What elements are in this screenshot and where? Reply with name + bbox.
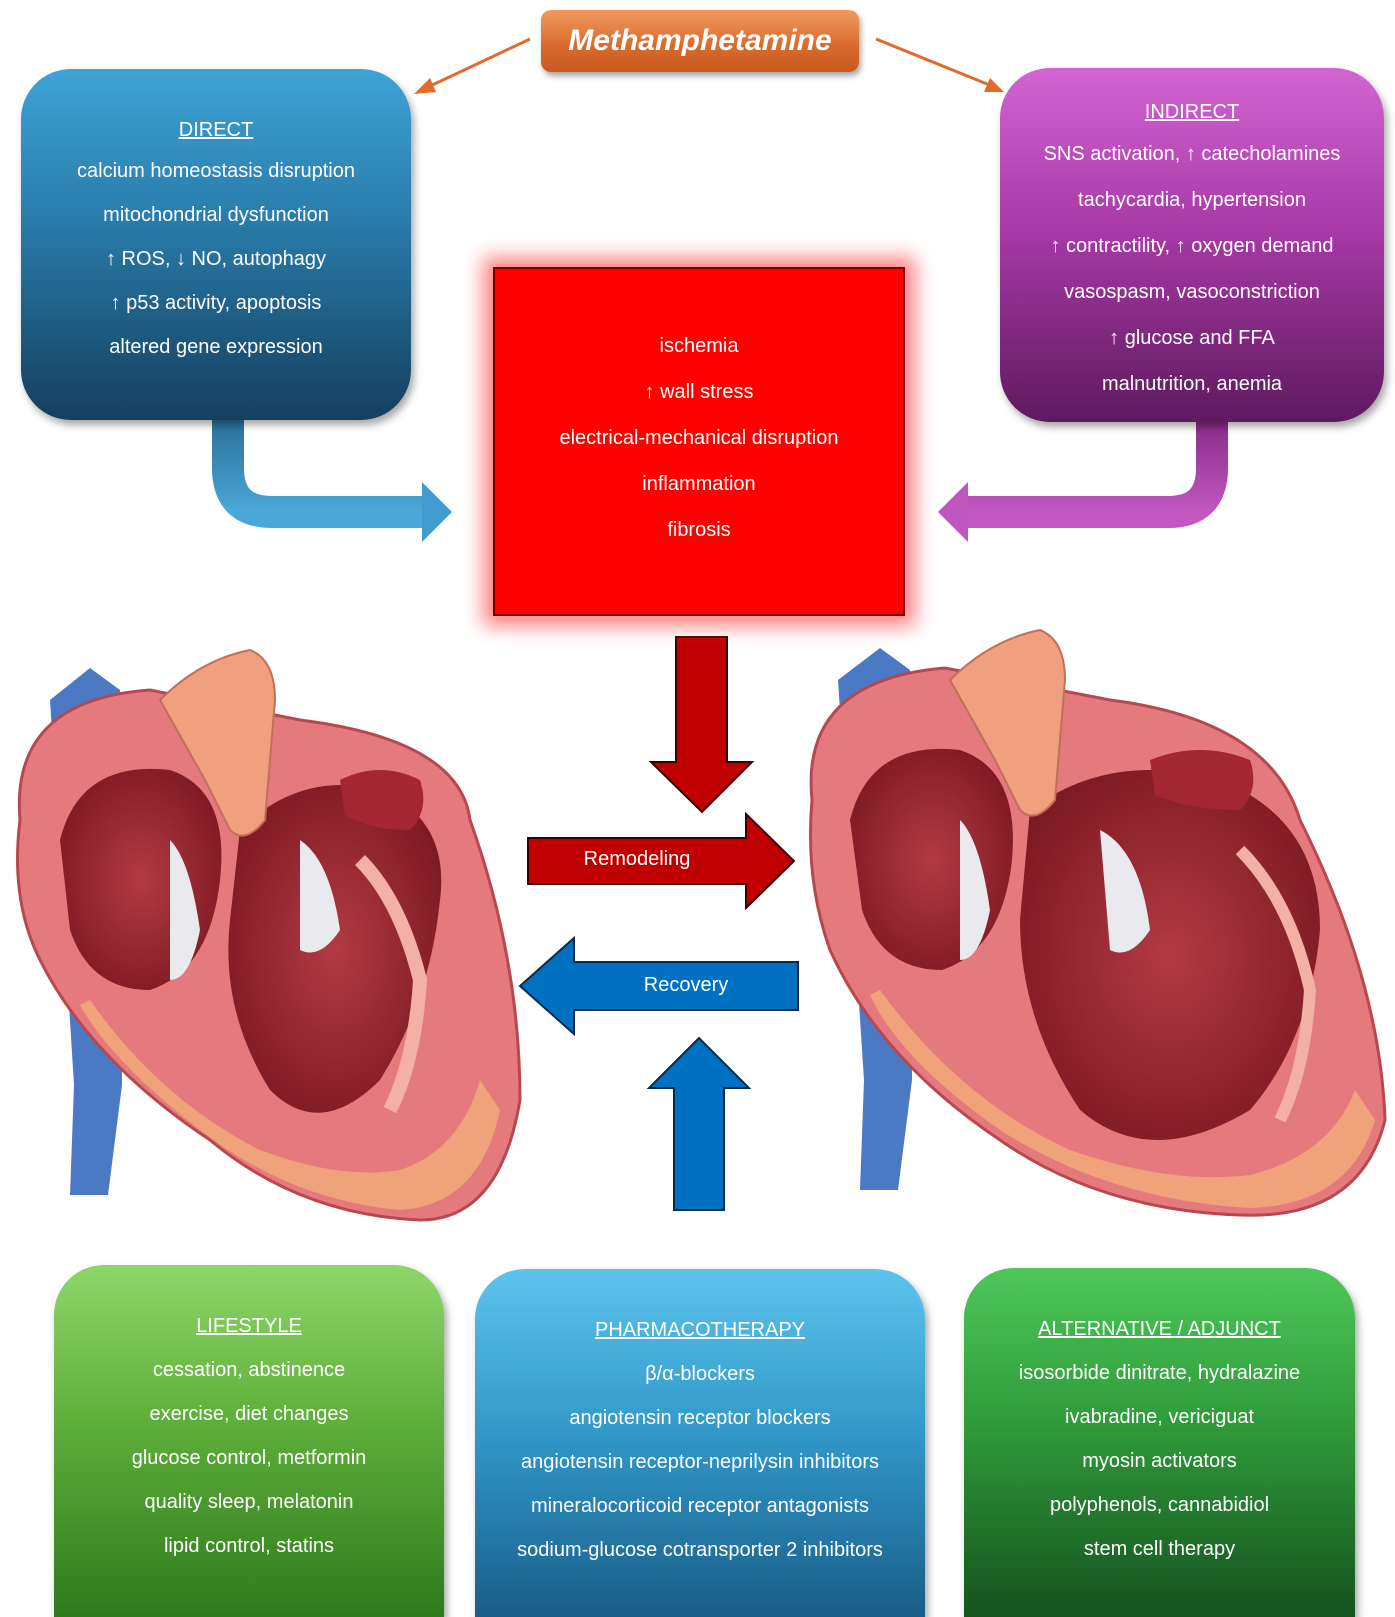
indirect-effects-box: INDIRECT SNS activation, ↑ catecholamine…: [1000, 68, 1384, 422]
lifestyle-item: glucose control, metformin: [54, 1436, 444, 1480]
cardiac-injury-box: ischemia ↑ wall stress electrical-mechan…: [493, 267, 905, 616]
direct-list: calcium homeostasis disruption mitochond…: [21, 149, 411, 369]
direct-to-center-arrow: [228, 420, 452, 542]
up-arrow: [649, 1038, 749, 1210]
down-arrow: [651, 637, 752, 812]
direct-effects-box: DIRECT calcium homeostasis disruption mi…: [21, 69, 411, 420]
alternative-item: isosorbide dinitrate, hydralazine: [964, 1351, 1355, 1395]
center-item: fibrosis: [495, 507, 903, 553]
pharmacotherapy-item: sodium-glucose cotransporter 2 inhibitor…: [475, 1528, 925, 1572]
lifestyle-item: lipid control, statins: [54, 1524, 444, 1568]
alternative-header: ALTERNATIVE / ADJUNCT: [964, 1307, 1355, 1351]
alternative-item: stem cell therapy: [964, 1527, 1355, 1571]
pharmacotherapy-item: angiotensin receptor-neprilysin inhibito…: [475, 1440, 925, 1484]
indirect-header: INDIRECT: [1000, 93, 1384, 131]
indirect-item: malnutrition, anemia: [1000, 361, 1384, 407]
direct-item: calcium homeostasis disruption: [21, 149, 411, 193]
indirect-list: SNS activation, ↑ catecholamines tachyca…: [1000, 131, 1384, 407]
direct-header: DIRECT: [21, 111, 411, 149]
alternative-item: myosin activators: [964, 1439, 1355, 1483]
remodeled-heart-illustration: [810, 630, 1385, 1215]
pharmacotherapy-header: PHARMACOTHERAPY: [475, 1308, 925, 1352]
indirect-item: SNS activation, ↑ catecholamines: [1000, 131, 1384, 177]
alternative-item: polyphenols, cannabidiol: [964, 1483, 1355, 1527]
indirect-item: tachycardia, hypertension: [1000, 177, 1384, 223]
center-item: ↑ wall stress: [495, 369, 903, 415]
title-arrow-left: [414, 39, 530, 94]
direct-item: altered gene expression: [21, 325, 411, 369]
center-list: ischemia ↑ wall stress electrical-mechan…: [495, 323, 903, 553]
lifestyle-item: exercise, diet changes: [54, 1392, 444, 1436]
pharmacotherapy-item: angiotensin receptor blockers: [475, 1396, 925, 1440]
indirect-item: ↑ glucose and FFA: [1000, 315, 1384, 361]
pharmacotherapy-item: β/α-blockers: [475, 1352, 925, 1396]
alternative-list: isosorbide dinitrate, hydralazine ivabra…: [964, 1351, 1355, 1571]
recovery-label: Recovery: [574, 974, 798, 997]
lifestyle-item: cessation, abstinence: [54, 1348, 444, 1392]
indirect-item: ↑ contractility, ↑ oxygen demand: [1000, 223, 1384, 269]
lifestyle-header: LIFESTYLE: [54, 1304, 444, 1348]
direct-item: ↑ p53 activity, apoptosis: [21, 281, 411, 325]
lifestyle-list: cessation, abstinence exercise, diet cha…: [54, 1348, 444, 1568]
center-item: electrical-mechanical disruption: [495, 415, 903, 461]
pharmacotherapy-item: mineralocorticoid receptor antagonists: [475, 1484, 925, 1528]
alternative-item: ivabradine, vericiguat: [964, 1395, 1355, 1439]
lifestyle-box: LIFESTYLE cessation, abstinence exercise…: [54, 1265, 444, 1617]
title-methamphetamine: Methamphetamine: [541, 10, 859, 72]
center-item: inflammation: [495, 461, 903, 507]
alternative-adjunct-box: ALTERNATIVE / ADJUNCT isosorbide dinitra…: [964, 1268, 1355, 1617]
direct-item: ↑ ROS, ↓ NO, autophagy: [21, 237, 411, 281]
lifestyle-item: quality sleep, melatonin: [54, 1480, 444, 1524]
healthy-heart-illustration: [18, 650, 521, 1220]
pharmacotherapy-box: PHARMACOTHERAPY β/α-blockers angiotensin…: [475, 1269, 925, 1617]
center-item: ischemia: [495, 323, 903, 369]
direct-item: mitochondrial dysfunction: [21, 193, 411, 237]
remodeling-label: Remodeling: [528, 848, 746, 871]
indirect-to-center-arrow: [938, 422, 1212, 542]
pharmacotherapy-list: β/α-blockers angiotensin receptor blocke…: [475, 1352, 925, 1572]
indirect-item: vasospasm, vasoconstriction: [1000, 269, 1384, 315]
title-arrow-right: [876, 39, 1004, 92]
